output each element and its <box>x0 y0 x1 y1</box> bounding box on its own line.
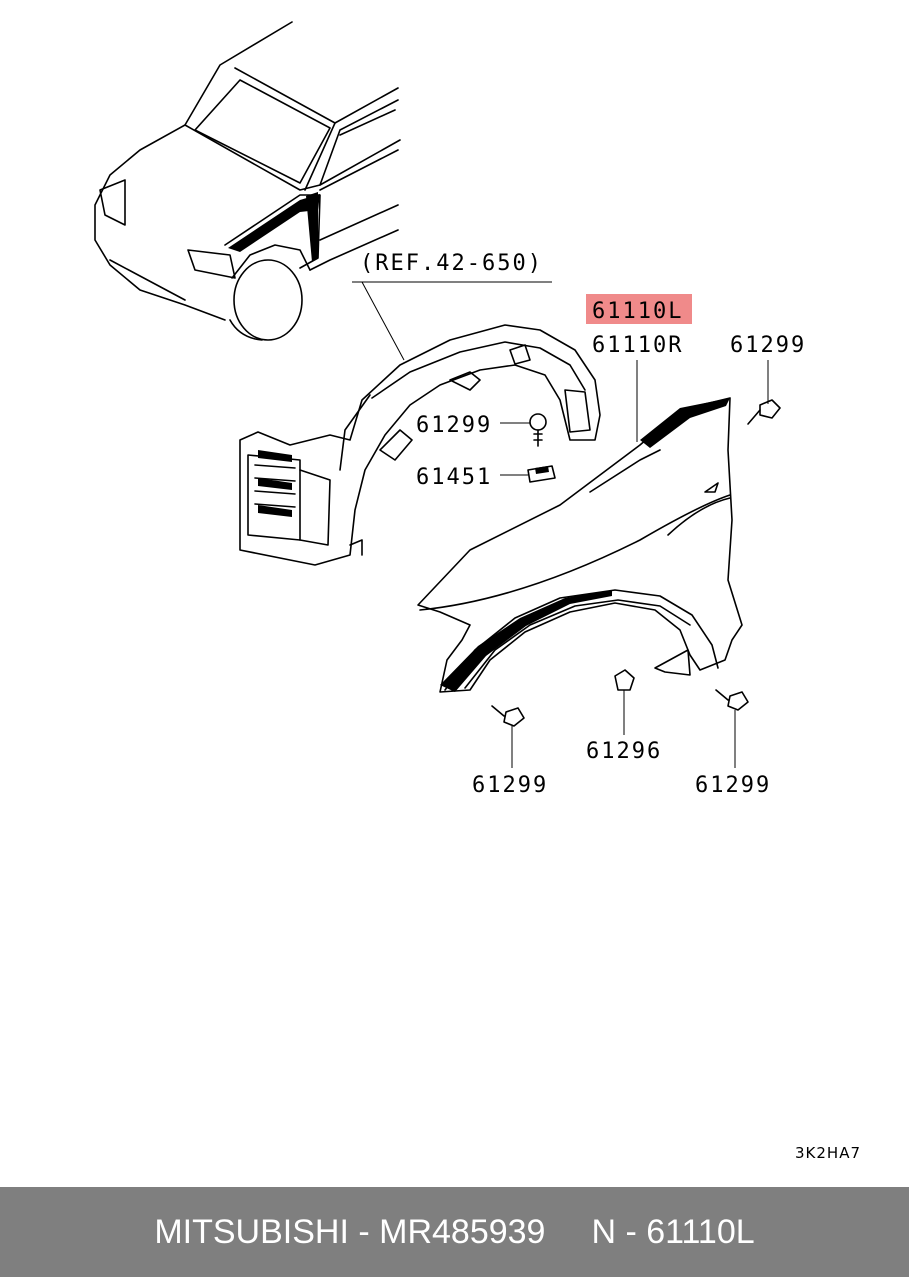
parts-diagram: (REF.42-650) <box>94 21 861 1162</box>
label-clip: 61451 <box>416 465 492 490</box>
fastener-clip <box>500 465 556 483</box>
vehicle-illustration <box>94 21 401 341</box>
label-61110l: 61110L <box>592 299 683 324</box>
label-nut: 61296 <box>586 739 662 764</box>
label-bolt-bottom-left: 61299 <box>472 773 548 798</box>
label-bolt-bottom-right: 61299 <box>695 773 771 798</box>
label-61110r: 61110R <box>592 333 683 358</box>
diagram-code: 3K2HA7 <box>795 1144 861 1162</box>
reference-callout: (REF.42-650) <box>352 251 552 361</box>
fender-liner <box>239 324 601 566</box>
fastener-bolt-liner <box>500 413 547 447</box>
ref-leader <box>361 281 405 361</box>
fastener-bolt-bottom-left <box>491 705 525 768</box>
fender-panel <box>417 397 743 693</box>
label-bolt-top-right: 61299 <box>730 333 806 358</box>
fastener-bolt-bottom-right <box>715 689 749 768</box>
footer-ref-number: N - 61110L <box>591 1212 755 1251</box>
fastener-nut <box>614 669 635 735</box>
highlight-box <box>586 294 692 324</box>
ref-label: (REF.42-650) <box>360 251 543 276</box>
label-bolt-liner: 61299 <box>416 413 492 438</box>
footer-bar: MITSUBISHI - MR485939 N - 61110L <box>0 1187 909 1277</box>
footer-brand-part: MITSUBISHI - MR485939 <box>154 1212 546 1251</box>
fastener-bolt-top-right <box>747 360 781 425</box>
